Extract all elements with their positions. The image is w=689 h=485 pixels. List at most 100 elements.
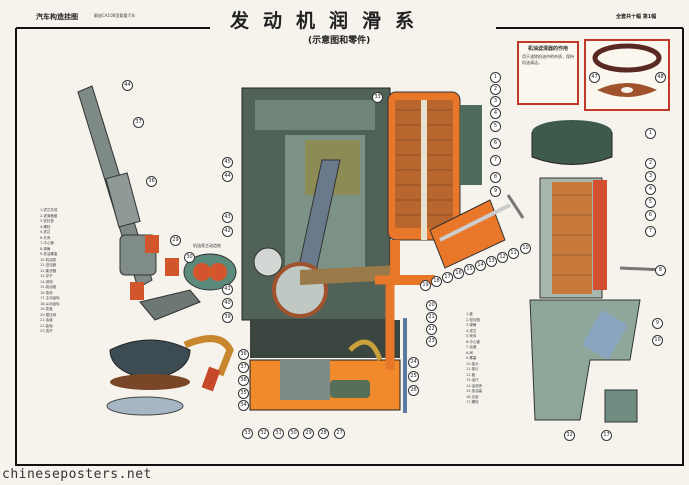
callout-number: 9 [490,186,501,197]
legend-item: 19.泵盖 [40,307,53,311]
callout-number: 32 [258,428,269,439]
callout-number: 23 [426,336,437,347]
callout-number: 44 [122,80,133,91]
legend-item: 14.油底壳 [466,383,483,388]
callout-number: 1 [490,72,501,83]
callout-number: 38 [238,375,249,386]
callout-number: 12 [497,252,508,263]
legend-item: 13.浮子 [40,274,53,278]
callout-number: 45 [222,157,233,168]
right-filter-assembly [529,120,666,423]
legend-item: 12.管 [466,372,476,377]
legend-item: 9.放油螺塞 [40,252,58,256]
callout-number: 6 [645,210,656,221]
callout-number: 4 [490,108,501,119]
legend-item: 8.阀 [466,350,473,355]
callout-number: 37 [238,362,249,373]
pump-detail-label: 机油泵主动齿轮 [193,243,221,248]
callout-number: 7 [645,226,656,237]
sheet-number: 全套共十幅 第1幅 [616,14,657,20]
engine-cross-section [241,87,407,413]
page-title: 发动机润滑系 [230,10,429,32]
series-title: 汽车构造挂图 [36,13,78,21]
page-subtitle: (示意图和零件) [308,36,371,46]
callout-number: 42 [222,226,233,237]
callout-number: 30 [288,428,299,439]
legend-item: 7.油道 [466,345,477,349]
callout-number: 37 [133,117,144,128]
callout-number: 29 [170,235,181,246]
callout-number: 11 [508,248,519,259]
legend-item: 15.吸油管 [40,285,57,289]
legend-item: 11.垫片 [466,367,479,371]
legend-item: 2.滤清器盖 [40,213,58,218]
callout-number: 30 [184,252,195,263]
callout-number: 43 [222,212,233,223]
callout-number: 20 [426,300,437,311]
legend-item: 10.接头 [466,361,479,366]
callout-number: 40 [222,298,233,309]
legend-item: 3.密封垫 [40,219,54,223]
legend-item: 20.限压阀 [40,312,57,317]
series-subtitle: 解放CA10B型载重汽车 [94,13,136,18]
legend-item: 8.弹簧 [40,246,51,251]
legend-item: 2.密封圈 [466,317,480,322]
legend-item: 18.从动齿轮 [40,301,60,306]
callout-number: 1 [645,128,656,139]
legend-item: 9.螺塞 [466,356,477,360]
callout-number: 31 [273,428,284,439]
legend-item: 6.外壳 [40,235,51,240]
legend-item: 4.螺栓 [40,224,51,229]
callout-number: 36 [146,176,157,187]
callout-number: 27 [334,428,345,439]
note-box: 机油滤清器的作用 用于滤除机油中的杂质，保持机油清洁。 [517,41,579,105]
callout-number: 6 [490,138,501,149]
callout-number: 13 [486,256,497,267]
callout-number: 28 [318,428,329,439]
callout-number: 16 [453,268,464,279]
legend-item: 23.连杆 [40,329,53,333]
callout-number: 2 [645,158,656,169]
callout-number: 8 [490,172,501,183]
note-text: 用于滤除机油中的杂质，保持机油清洁。 [522,54,574,65]
callout-number: 9 [652,318,663,329]
callout-number: 25 [408,371,419,382]
callout-number: 47 [589,72,600,83]
callout-number: 10 [520,243,531,254]
callout-number: 17 [601,430,612,441]
legend-item: 17.主动齿轮 [40,296,60,300]
callout-number: 14 [475,260,486,271]
callout-number: 2 [490,84,501,95]
legend-item: 6.中心管 [466,339,480,344]
callout-number: 4 [645,184,656,195]
callout-number: 48 [655,72,666,83]
legend-item: 1.滤芯总成 [40,208,58,212]
callout-number: 29 [303,428,314,439]
callout-number: 15 [464,264,475,275]
callout-number: 32 [564,430,575,441]
callout-number: 7 [490,155,501,166]
callout-number: 41 [222,284,233,295]
poster-frame [15,27,684,466]
pump-gear-detail [183,253,237,291]
legend-item: 1.盖 [466,312,473,316]
oil-pump-shaft [77,85,201,321]
callout-number: 21 [426,312,437,323]
callout-number: 24 [408,357,419,368]
callout-number: 8 [655,265,666,276]
callout-number: 5 [645,197,656,208]
callout-number: 26 [408,385,419,396]
callout-number: 18 [431,276,442,287]
legend-item: 5.壳体 [466,334,477,338]
callout-number: 34 [238,400,249,411]
legend-item: 3.弹簧 [466,323,477,327]
callout-number: 33 [372,92,383,103]
oil-filter-section [387,91,525,285]
legend-item: 13.油尺 [466,378,479,382]
callout-number: 44 [222,171,233,182]
legend-item: 21.油道 [40,318,53,322]
callout-number: 10 [652,335,663,346]
